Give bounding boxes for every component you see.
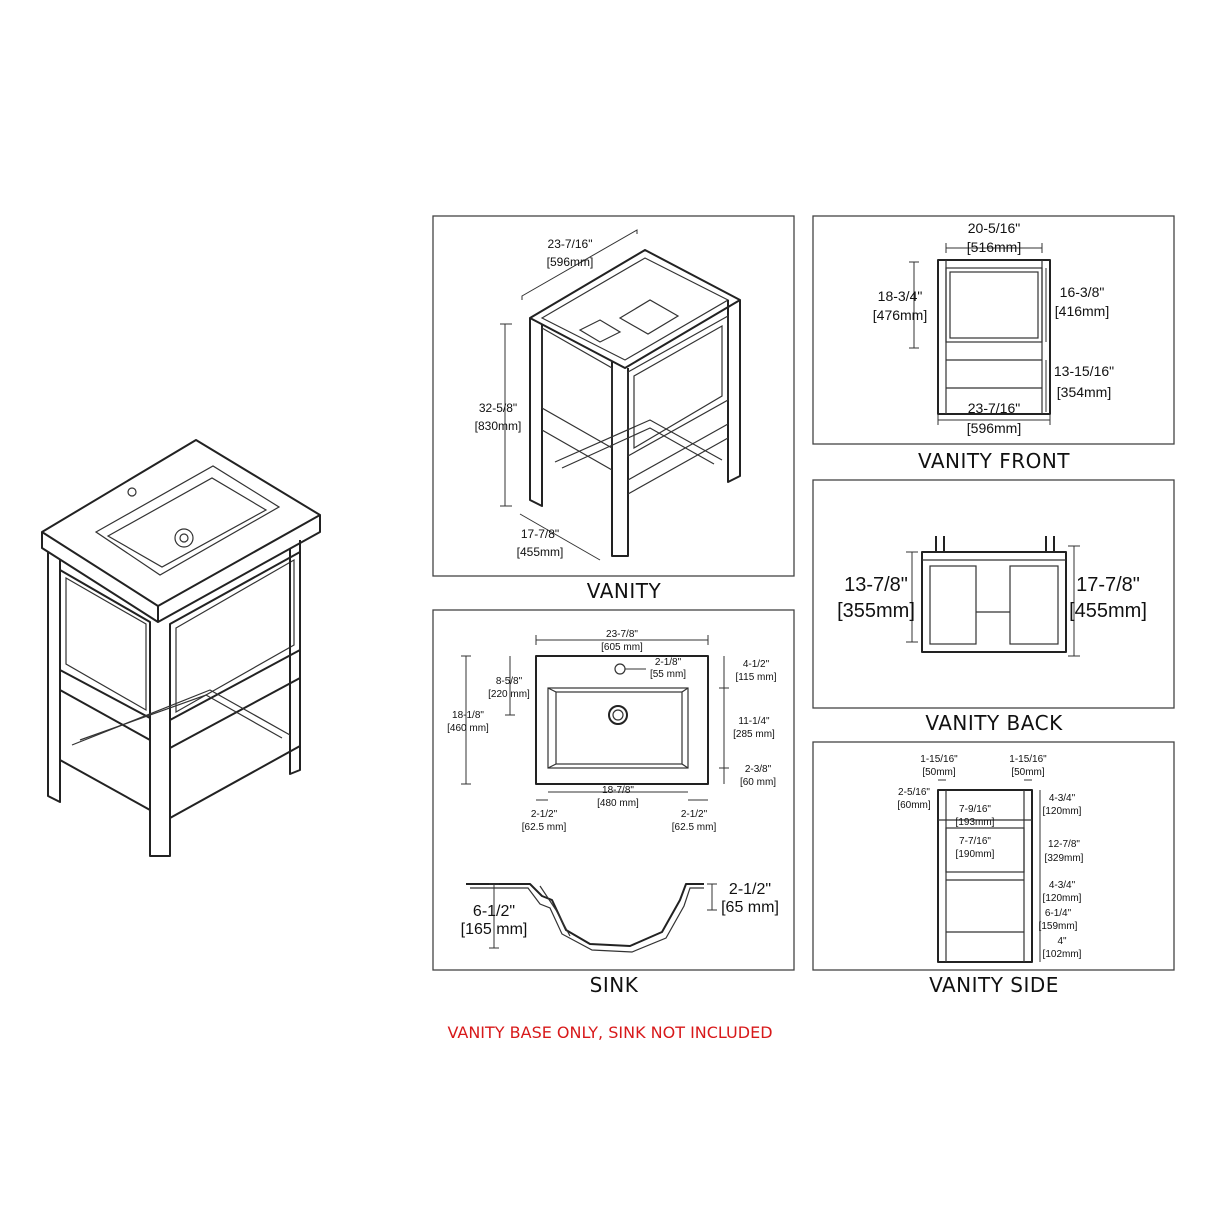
vanity-with-sink-illustration [41, 439, 321, 857]
side-off-in: 2-5/16" [898, 787, 930, 798]
sink-edge-r-in: 2-1/2" [681, 809, 708, 820]
sink-top-view [461, 635, 729, 801]
sink-hole-in: 2-1/8" [655, 657, 682, 668]
vanity-height-in: 32-5/8" [479, 401, 517, 415]
back-right-mm: [455mm] [1069, 600, 1147, 622]
side-off-mm: [60mm] [897, 800, 931, 811]
back-left-mm: [355mm] [837, 600, 915, 622]
front-lower-in: 13-15/16" [1054, 363, 1114, 379]
side-top-r-mm: [120mm] [1043, 806, 1082, 817]
vanity-depth-mm: [455mm] [517, 545, 564, 559]
vanity-width-mm: [596mm] [547, 255, 594, 269]
side-r5-in: 4" [1057, 936, 1067, 947]
sink-rt-top-mm: [115 mm] [736, 672, 777, 683]
vanity-back-drawing [906, 536, 1080, 657]
side-post-l-in: 1-15/16" [920, 754, 958, 765]
vanity-width-in: 23-7/16" [548, 237, 593, 251]
sink-depth-mm: [165 mm] [461, 921, 528, 938]
side-d1-mm: [193mm] [956, 817, 995, 828]
sink-hole-mm: [55 mm] [650, 669, 686, 680]
front-left-in: 18-3/4" [878, 288, 923, 304]
not-included-note: VANITY BASE ONLY, SINK NOT INCLUDED [447, 1023, 772, 1042]
side-d1-in: 7-9/16" [959, 804, 991, 815]
sink-edge-r-mm: [62.5 mm] [672, 822, 717, 833]
sink-bowl-mm: [480 mm] [597, 798, 639, 809]
front-right-in: 16-3/8" [1060, 284, 1105, 300]
vanity-front-drawing [909, 243, 1051, 425]
front-lower-mm: [354mm] [1057, 384, 1111, 400]
sink-left-a-in: 8-5/8" [496, 676, 523, 687]
side-r3-mm: [120mm] [1043, 893, 1082, 904]
sink-rt-bot-in: 2-3/8" [745, 764, 772, 775]
sink-bowl-in: 18-7/8" [602, 785, 634, 796]
sink-edge-l-in: 2-1/2" [531, 809, 558, 820]
vanity-back-caption: VANITY BACK [925, 711, 1063, 735]
side-post-r-mm: [50mm] [1011, 767, 1045, 778]
sink-left-b-in: 18-1/8" [452, 710, 484, 721]
sink-rt-top-in: 4-1/2" [743, 659, 770, 670]
side-top-r-in: 4-3/4" [1049, 793, 1076, 804]
side-r5-mm: [102mm] [1043, 949, 1082, 960]
side-d2-in: 7-7/16" [959, 836, 991, 847]
sink-top-in: 23-7/8" [606, 629, 638, 640]
vanity-depth-in: 17-7/8" [521, 527, 559, 541]
sink-frame [432, 609, 795, 971]
side-post-r-in: 1-15/16" [1009, 754, 1047, 765]
front-bottom-mm: [596mm] [967, 420, 1021, 436]
sink-rim-mm: [65 mm] [721, 899, 779, 916]
vanity-front-caption: VANITY FRONT [918, 449, 1070, 473]
vanity-side-caption: VANITY SIDE [929, 973, 1059, 997]
sink-depth-in: 6-1/2" [473, 903, 515, 920]
sink-left-b-mm: [460 mm] [447, 723, 489, 734]
sink-section-view [466, 883, 717, 953]
back-right-in: 17-7/8" [1076, 574, 1140, 596]
side-mid-r-in: 12-7/8" [1048, 839, 1080, 850]
sink-edge-l-mm: [62.5 mm] [522, 822, 567, 833]
side-r4-mm: [159mm] [1039, 921, 1078, 932]
front-top-in: 20-5/16" [968, 220, 1020, 236]
vanity-side-drawing [937, 779, 1041, 963]
vanity-front-frame [812, 215, 1175, 445]
vanity-back-frame [812, 479, 1175, 709]
sink-rt-mid-mm: [285 mm] [733, 729, 775, 740]
sink-rim-in: 2-1/2" [729, 881, 771, 898]
front-right-mm: [416mm] [1055, 303, 1109, 319]
back-left-in: 13-7/8" [844, 574, 908, 596]
side-d2-mm: [190mm] [956, 849, 995, 860]
side-mid-r-mm: [329mm] [1045, 853, 1084, 864]
vanity-height-mm: [830mm] [475, 419, 522, 433]
side-r3-in: 4-3/4" [1049, 880, 1076, 891]
sink-left-a-mm: [220 mm] [488, 689, 530, 700]
sink-caption: SINK [590, 973, 639, 997]
front-left-mm: [476mm] [873, 307, 927, 323]
vanity-isometric-drawing [500, 229, 741, 561]
front-top-mm: [516mm] [967, 239, 1021, 255]
sink-top-mm: [605 mm] [601, 642, 643, 653]
vanity-frame [432, 215, 795, 577]
side-r4-in: 6-1/4" [1045, 908, 1072, 919]
front-bottom-in: 23-7/16" [968, 400, 1020, 416]
vanity-side-frame [812, 741, 1175, 971]
sink-rt-mid-in: 11-1/4" [738, 716, 770, 727]
vanity-caption: VANITY [587, 579, 662, 603]
sink-rt-bot-mm: [60 mm] [740, 777, 776, 788]
side-post-l-mm: [50mm] [922, 767, 956, 778]
